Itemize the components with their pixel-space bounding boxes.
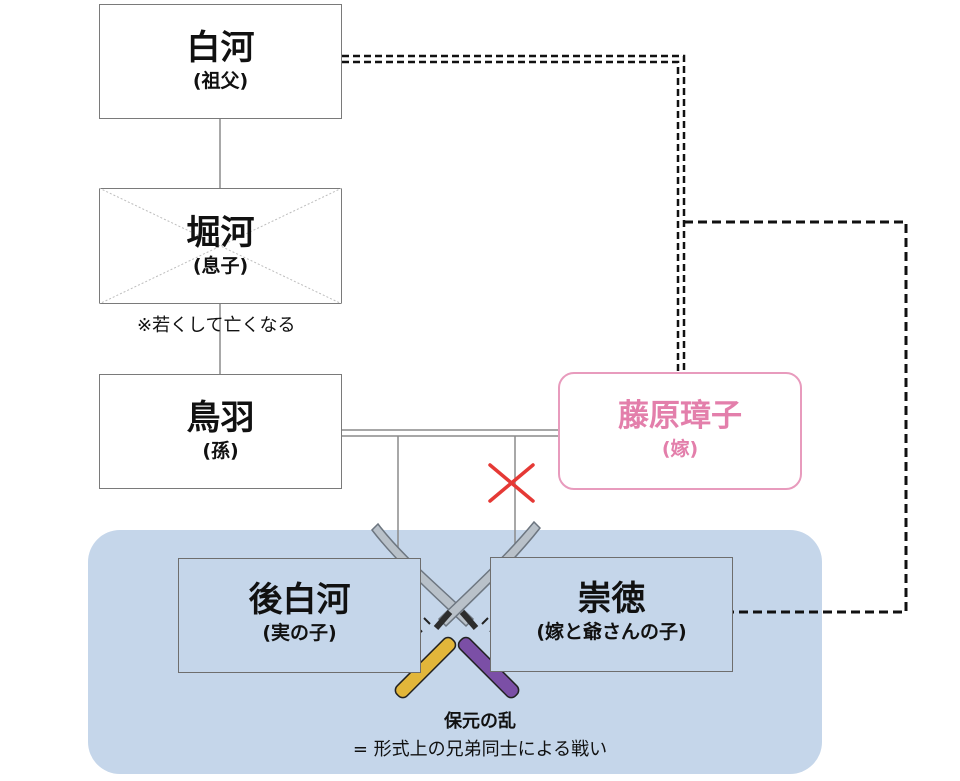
person-name: 白河	[186, 28, 255, 68]
sword-left-icon	[371, 522, 479, 699]
person-role: (息子)	[192, 255, 249, 277]
person-shirakawa: 白河 (祖父)	[99, 4, 342, 119]
person-toba: 鳥羽 (孫)	[99, 374, 342, 489]
person-name: 後白河	[248, 580, 351, 620]
person-name: 藤原璋子	[618, 398, 742, 434]
person-name: 堀河	[186, 213, 255, 253]
person-tamako: 藤原璋子 (嫁)	[558, 372, 802, 490]
person-role: (孫)	[202, 440, 239, 462]
caption-subtitle: = 形式上の兄弟同士による戦い	[352, 739, 608, 760]
person-name: 崇徳	[577, 579, 646, 619]
person-horikawa: 堀河 (息子)	[98, 187, 342, 304]
deceased-cross-icon	[98, 187, 342, 304]
person-goshirakawa: 後白河 (実の子)	[178, 558, 421, 673]
person-role: (祖父)	[192, 70, 249, 92]
affair-line-outer	[342, 54, 686, 374]
person-role: (嫁と爺さんの子)	[536, 621, 687, 643]
person-role: (嫁)	[661, 438, 699, 460]
person-role: (実の子)	[262, 622, 337, 644]
person-name: 鳥羽	[186, 398, 255, 438]
affair-line-inner	[342, 60, 680, 374]
cross-mark-icon	[488, 463, 535, 503]
person-sutoku: 崇徳 (嫁と爺さんの子)	[490, 557, 733, 672]
caption-title: 保元の乱	[444, 711, 516, 732]
horikawa-note: ※若くして亡くなる	[137, 315, 296, 336]
